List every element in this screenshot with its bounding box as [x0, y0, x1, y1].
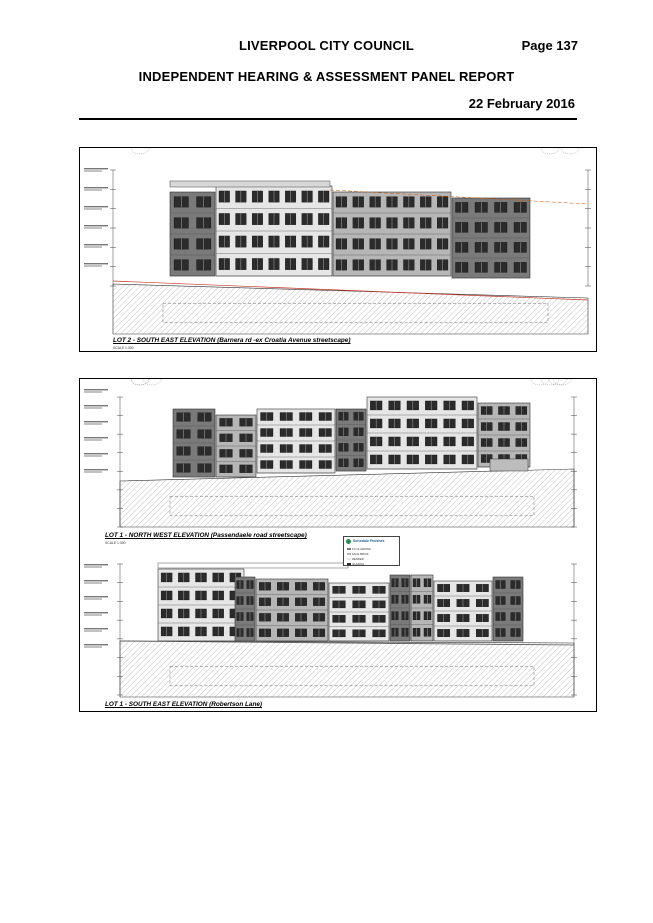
- tree-outline: [130, 379, 150, 386]
- tree-outline: [560, 148, 580, 155]
- annotation-text: [84, 227, 102, 229]
- legend-item: FACE BRICK: [347, 552, 369, 556]
- annotation-text: [84, 246, 102, 248]
- annotation-text: [84, 170, 102, 172]
- annotation-text: [84, 263, 108, 265]
- annotation-text: [84, 455, 102, 457]
- annotation-text: [84, 407, 102, 409]
- tree-outline: [142, 379, 162, 386]
- annotation-text: [84, 187, 108, 189]
- roof-parapet: [169, 180, 331, 188]
- annotation-text: [84, 646, 102, 648]
- tree-outline: [540, 148, 560, 155]
- annotation-text: [84, 453, 108, 455]
- tree-outline: [130, 379, 150, 386]
- annotation-text: [84, 389, 108, 391]
- annotation-text: [84, 423, 102, 425]
- annotation-text: [84, 580, 108, 582]
- ground-section: [119, 468, 575, 528]
- annotation-text: [84, 614, 102, 616]
- annotation-text: [84, 391, 102, 393]
- annotation-text: [84, 437, 108, 439]
- report-date: 22 February 2016: [468, 96, 575, 111]
- ground-section: [112, 283, 589, 335]
- ground-level-line: [119, 640, 575, 646]
- annotation-text: [84, 168, 108, 170]
- roof-line: [157, 562, 349, 569]
- drawing-caption: LOT 1 - NORTH WEST ELEVATION (Passendael…: [105, 532, 307, 539]
- basement-outline: [169, 665, 535, 687]
- tree-outline: [548, 379, 568, 386]
- annotation-text: [84, 208, 102, 210]
- drawing-caption: LOT 1 - SOUTH EAST ELEVATION (Robertson …: [105, 701, 263, 708]
- annotation-text: [84, 265, 102, 267]
- report-title: INDEPENDENT HEARING & ASSESSMENT PANEL R…: [138, 69, 515, 84]
- annotation-text: [84, 628, 108, 630]
- ground-section: [119, 640, 575, 698]
- annotation-text: [84, 564, 108, 566]
- legend-item: GLAZING: [347, 562, 364, 566]
- elevation-drawing-lot2-south-east: [84, 148, 591, 335]
- finishes-legend: Schedule Finishes FC CLADDING FACE BRICK…: [343, 536, 400, 566]
- annotation-text: [84, 566, 102, 568]
- tree-outline: [130, 148, 150, 155]
- elevation-panel-lot1: LOT 1 - NORTH WEST ELEVATION (Passendael…: [79, 378, 597, 712]
- drawing-caption: LOT 2 - SOUTH EAST ELEVATION (Barnera rd…: [113, 337, 351, 344]
- legend-title: Schedule Finishes: [353, 539, 385, 543]
- page-number: Page 137: [521, 38, 578, 53]
- elevation-panel-lot2: LOT 2 - SOUTH EAST ELEVATION (Barnera rd…: [79, 147, 597, 352]
- legend-item: RENDER: [347, 557, 364, 561]
- drawing-scale: SCALE 1:300: [105, 541, 126, 545]
- annotation-text: [84, 225, 108, 227]
- council-name: LIVERPOOL CITY COUNCIL: [238, 38, 415, 53]
- annotation-text: [84, 596, 108, 598]
- annotation-text: [84, 582, 102, 584]
- annotation-text: [84, 612, 108, 614]
- annotation-text: [84, 206, 108, 208]
- tree-outline: [530, 379, 550, 386]
- garage-door: [489, 458, 529, 472]
- annotation-text: [84, 421, 108, 423]
- annotation-text: [84, 630, 102, 632]
- legend-item: FC CLADDING: [347, 547, 371, 551]
- natural-ground-line: [112, 280, 589, 301]
- drawing-scale: SCALE 1:300: [113, 346, 134, 350]
- logo-icon: [346, 539, 351, 544]
- tree-outline: [552, 379, 572, 386]
- annotation-text: [84, 405, 108, 407]
- header-rule: [79, 118, 577, 120]
- annotation-text: [84, 189, 102, 191]
- basement-outline: [169, 495, 535, 517]
- annotation-text: [84, 439, 102, 441]
- annotation-text: [84, 471, 102, 473]
- annotation-text: [84, 469, 108, 471]
- basement-outline: [162, 302, 549, 324]
- annotation-text: [84, 644, 108, 646]
- annotation-text: [84, 598, 102, 600]
- height-plane-line: [329, 189, 589, 205]
- annotation-text: [84, 244, 108, 246]
- elevation-drawing-lot1: [84, 379, 577, 698]
